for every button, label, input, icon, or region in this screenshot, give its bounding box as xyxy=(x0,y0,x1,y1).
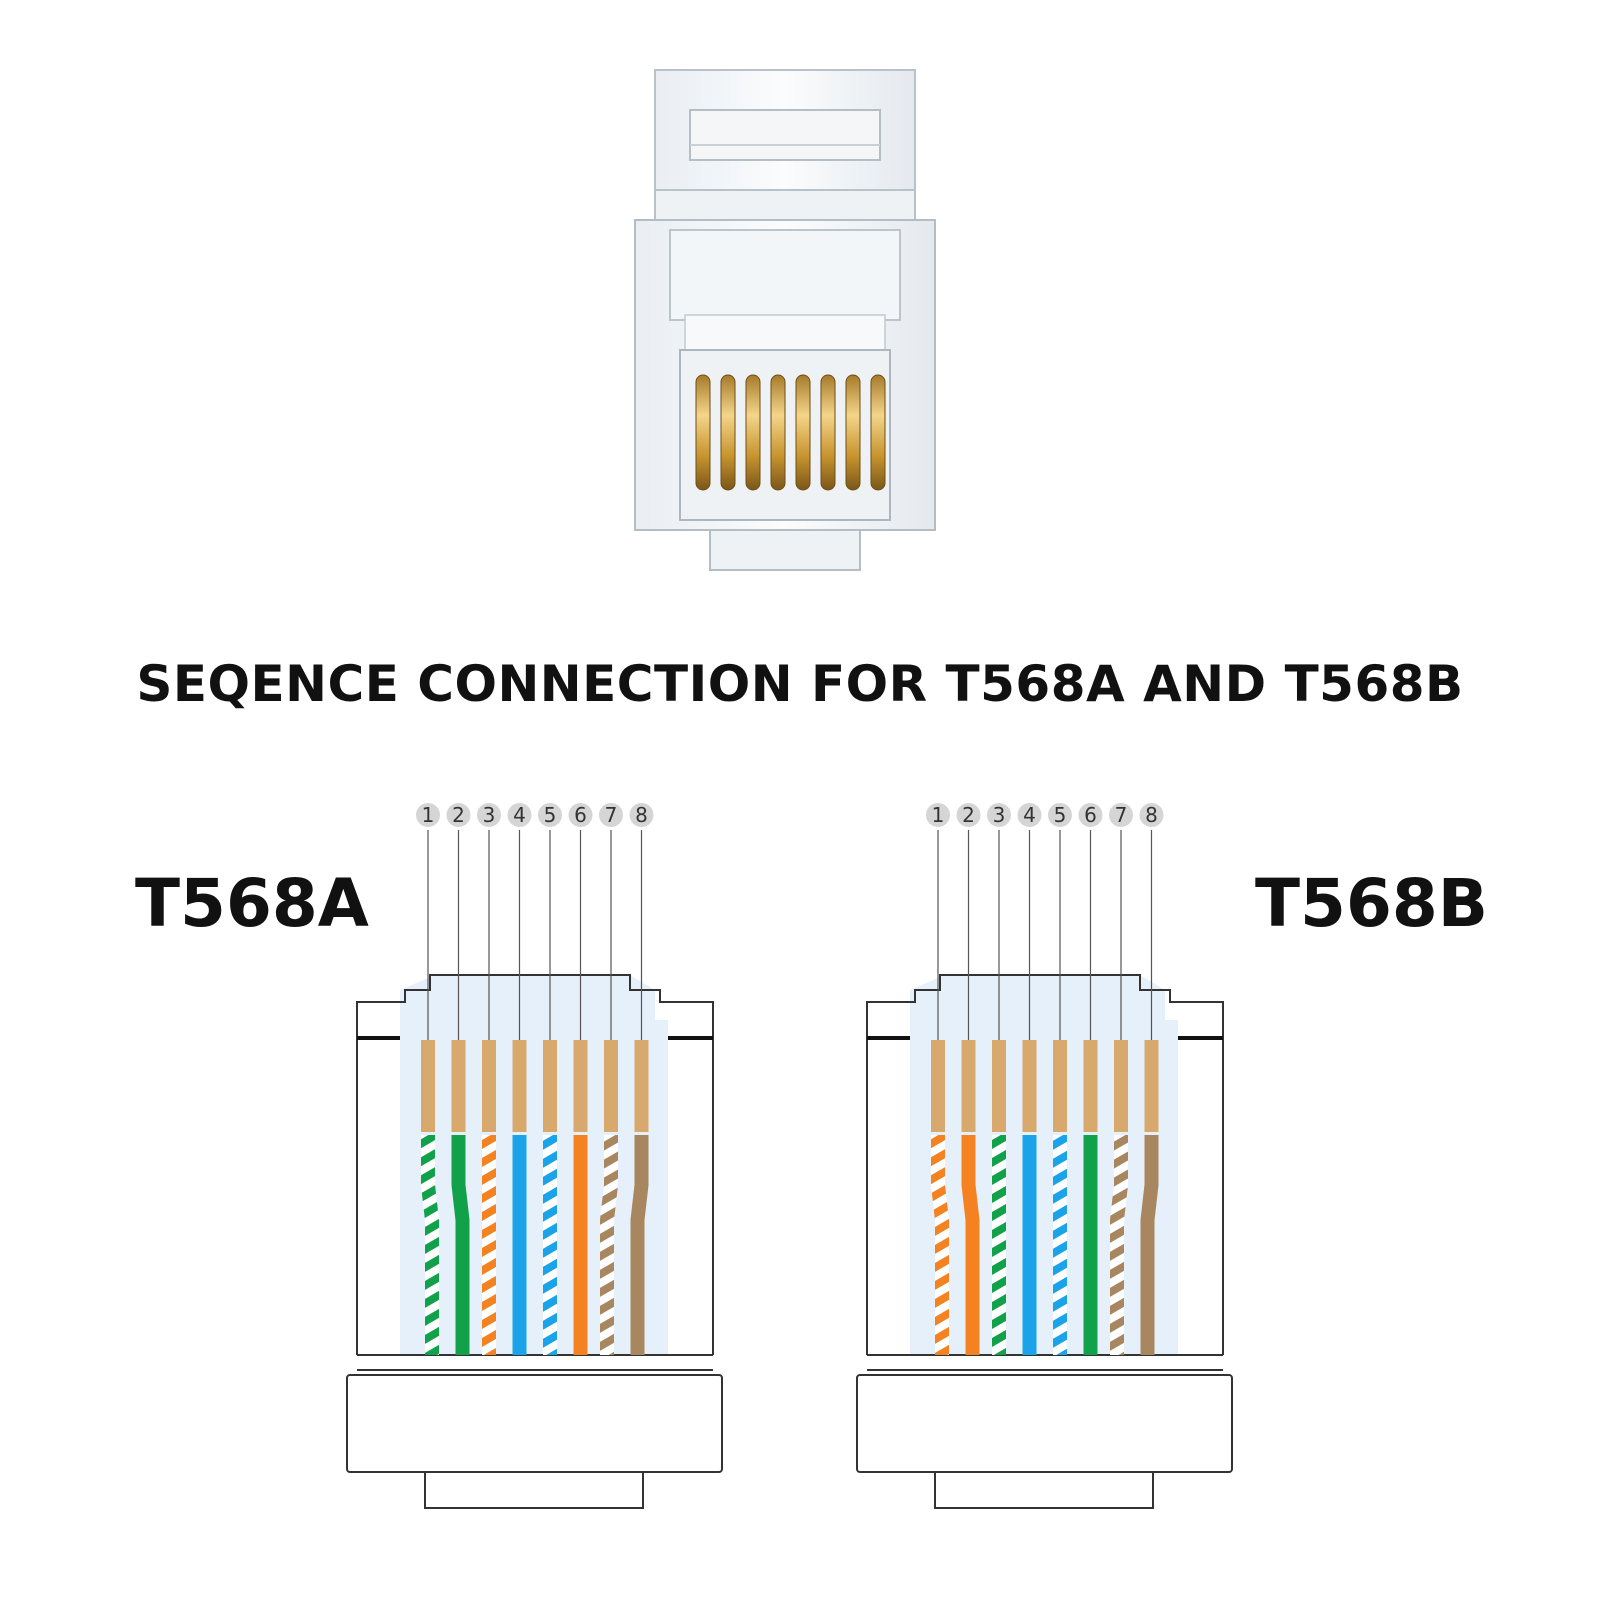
pin-badge xyxy=(446,803,471,827)
pin-contact xyxy=(482,1040,496,1132)
rj45-connector-illustration xyxy=(634,69,936,571)
pin-contact xyxy=(543,1040,557,1132)
pin-contact xyxy=(931,1040,945,1132)
pin-badge xyxy=(1017,803,1042,827)
pin-number: 6 xyxy=(574,803,587,827)
pin-number: 3 xyxy=(483,803,496,827)
pin-number: 7 xyxy=(1115,803,1128,827)
connector-window xyxy=(400,1020,668,1355)
cable-boot xyxy=(346,1374,723,1473)
pin-badge xyxy=(416,803,440,827)
standard-label-t568a: T568A xyxy=(135,865,369,942)
pin-contact xyxy=(961,1040,976,1132)
pin-contact xyxy=(421,1040,435,1132)
pin-badge xyxy=(1139,803,1164,827)
pin-contact xyxy=(1022,1040,1037,1132)
pin-contact xyxy=(992,1040,1006,1132)
pin-badge xyxy=(477,803,501,827)
pin-contact xyxy=(1083,1040,1098,1132)
gold-contact xyxy=(770,374,786,491)
gold-contact xyxy=(695,374,711,491)
pin-badge xyxy=(956,803,981,827)
pin-number: 4 xyxy=(1023,803,1036,827)
pin-contact xyxy=(451,1040,466,1132)
connector-outline xyxy=(866,974,1224,1355)
gold-contact xyxy=(870,374,886,491)
connector-top-window xyxy=(910,975,1165,1020)
pin-number: 7 xyxy=(605,803,618,827)
pin-badge xyxy=(629,803,654,827)
pin-contact xyxy=(604,1040,618,1132)
pin-badge xyxy=(507,803,532,827)
gold-contact xyxy=(845,374,861,491)
pin-contact xyxy=(634,1040,649,1132)
pin-badge xyxy=(1048,803,1072,827)
connector-top-window xyxy=(400,975,655,1020)
pin-badge xyxy=(538,803,562,827)
pin-number: 4 xyxy=(513,803,526,827)
latch-clip xyxy=(654,69,916,221)
pin-number: 2 xyxy=(452,803,465,827)
gold-contact xyxy=(820,374,836,491)
wire-striped xyxy=(931,1135,949,1355)
pin-contact xyxy=(1144,1040,1159,1132)
pin-number: 6 xyxy=(1084,803,1097,827)
pin-badge xyxy=(599,803,623,827)
connector-outline xyxy=(356,974,714,1355)
pin-number: 1 xyxy=(932,803,945,827)
pin-badge xyxy=(926,803,950,827)
wire-solid xyxy=(1140,1135,1159,1355)
pin-badge xyxy=(568,803,593,827)
pin-number: 8 xyxy=(1145,803,1158,827)
gold-contact xyxy=(795,374,811,491)
plug-body xyxy=(634,219,936,571)
pin-badge xyxy=(1109,803,1133,827)
pin-number: 5 xyxy=(1054,803,1067,827)
cable-boot xyxy=(856,1374,1233,1473)
pin-contact xyxy=(1053,1040,1067,1132)
wire-solid xyxy=(451,1135,470,1355)
pin-contact xyxy=(512,1040,527,1132)
wire-striped xyxy=(421,1135,439,1355)
gold-contacts xyxy=(695,374,886,491)
gold-contact xyxy=(720,374,736,491)
standard-label-t568b: T568B xyxy=(1255,865,1489,942)
pin-number: 2 xyxy=(962,803,975,827)
pin-badge xyxy=(1078,803,1103,827)
pin-contact xyxy=(573,1040,588,1132)
connector-window xyxy=(910,1020,1178,1355)
pin-badge xyxy=(987,803,1011,827)
wire-solid xyxy=(961,1135,980,1355)
pin-number: 5 xyxy=(544,803,557,827)
pin-number: 1 xyxy=(422,803,435,827)
pin-number: 3 xyxy=(993,803,1006,827)
wire-solid xyxy=(630,1135,649,1355)
page-title: SEQENCE CONNECTION FOR T568A AND T568B xyxy=(136,655,1464,713)
wire-striped xyxy=(600,1135,618,1355)
pin-number: 8 xyxy=(635,803,648,827)
pin-contact xyxy=(1114,1040,1128,1132)
cable-stub xyxy=(424,1471,644,1509)
gold-contact xyxy=(745,374,761,491)
cable-stub xyxy=(934,1471,1154,1509)
wire-striped xyxy=(1110,1135,1128,1355)
